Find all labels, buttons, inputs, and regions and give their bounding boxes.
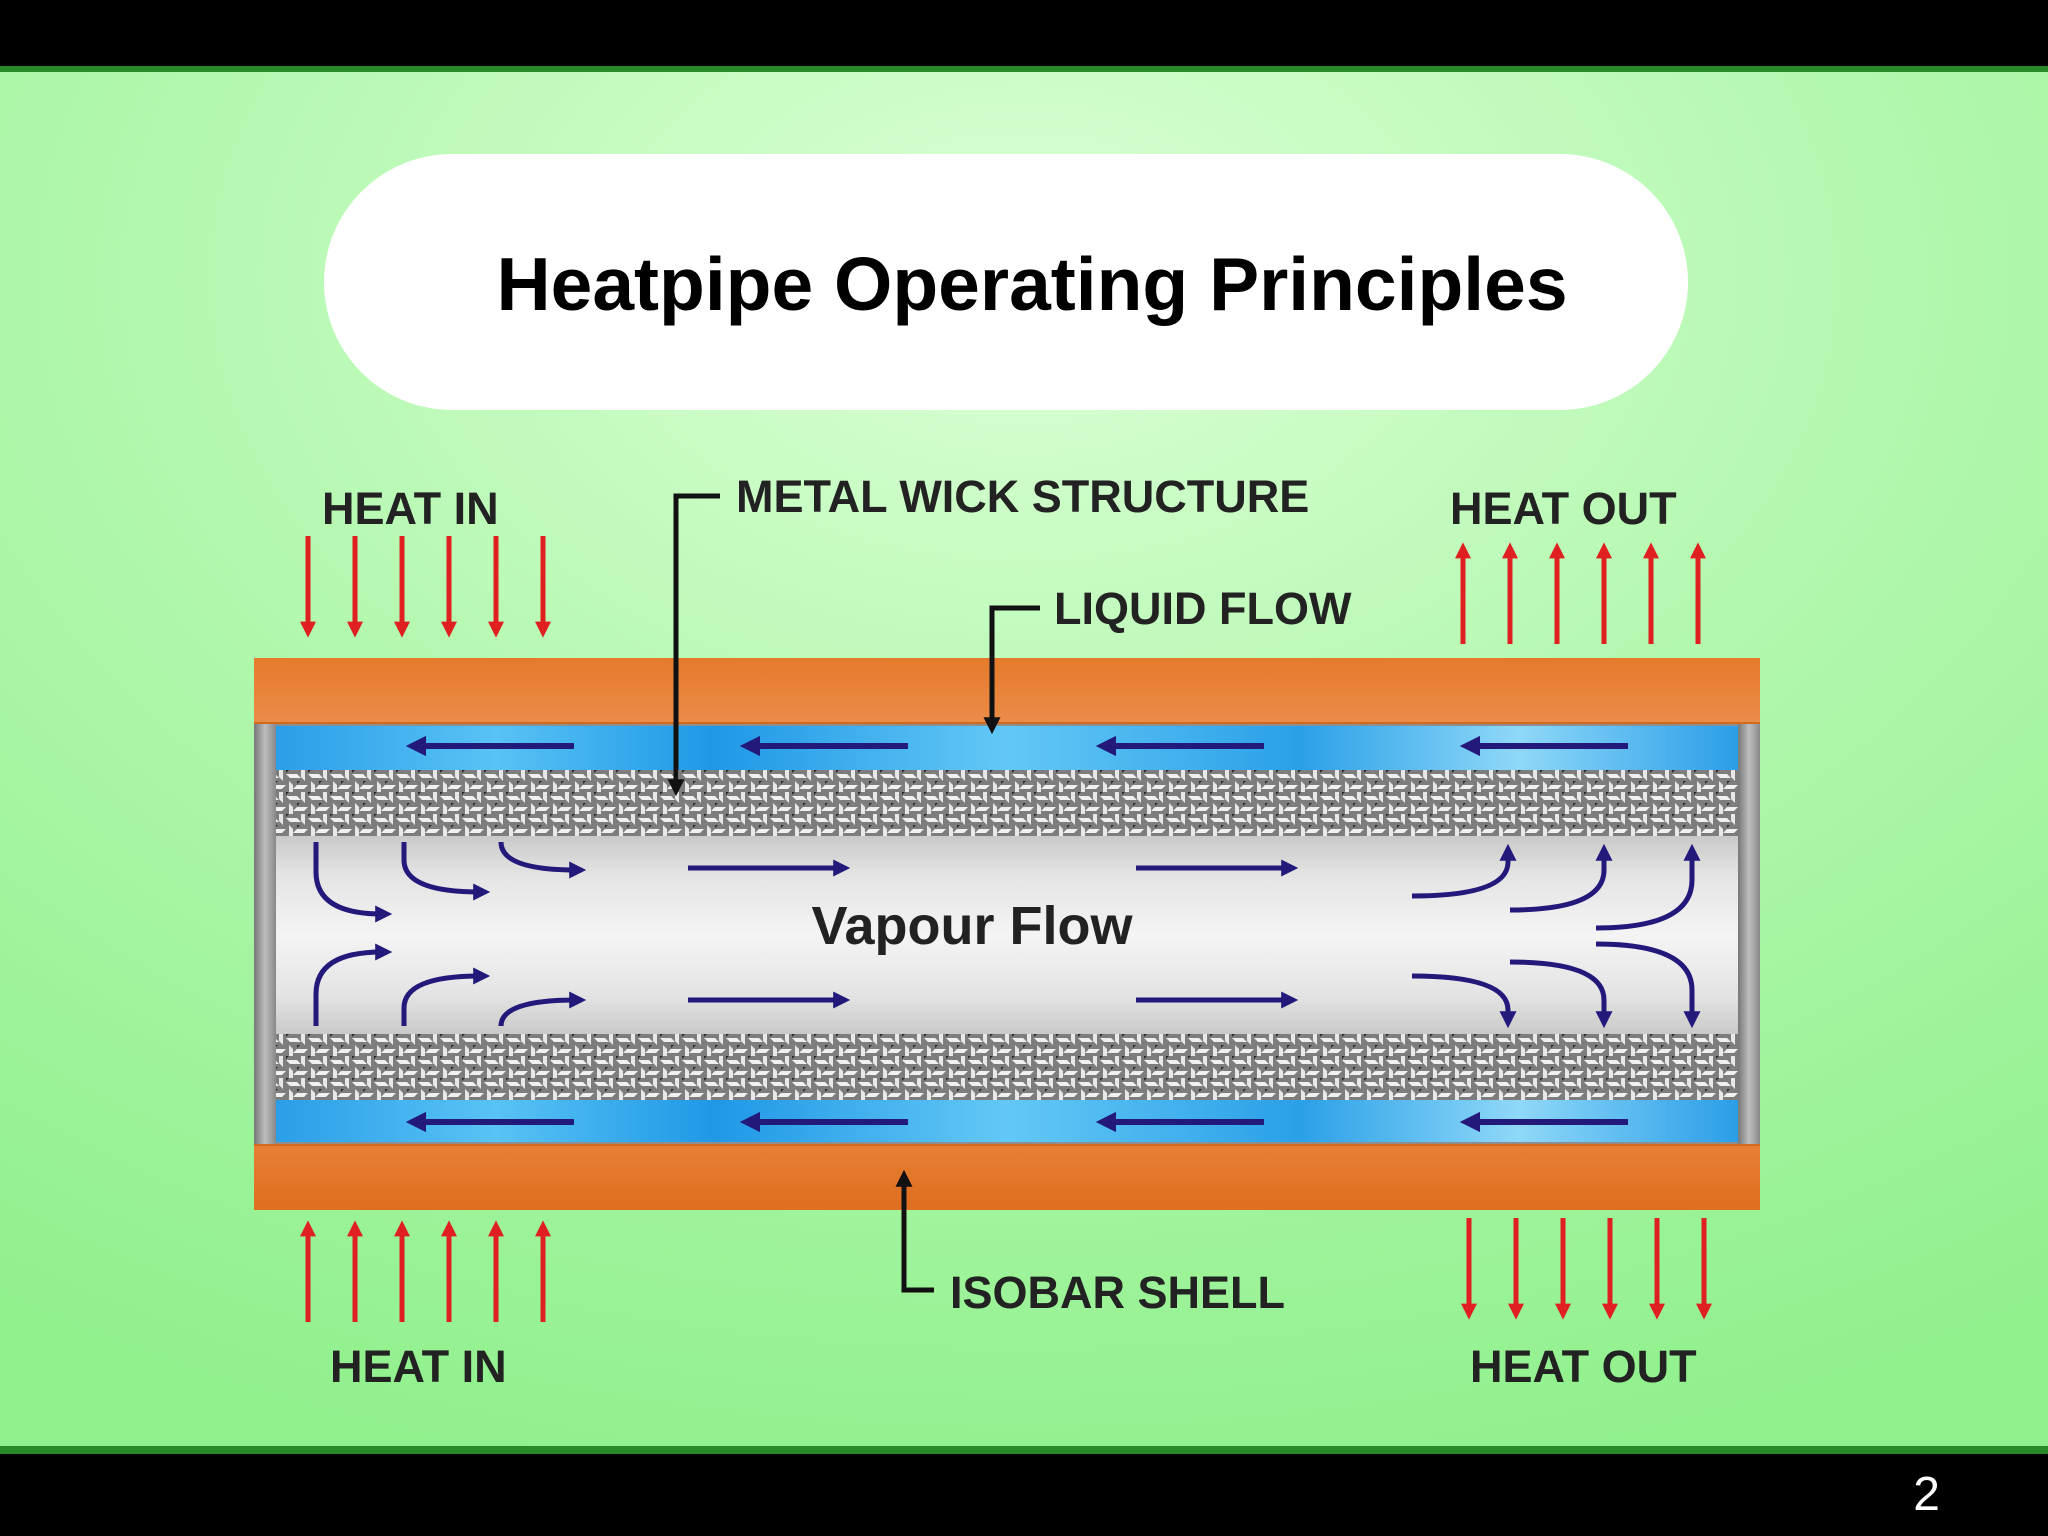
heat-out-bottom-label: HEAT OUT <box>1470 1341 1697 1392</box>
vapour-channel <box>276 836 1738 1034</box>
vapour-arrow-icon <box>401 967 491 1026</box>
vapour-arrow-icon <box>313 842 393 923</box>
slide-title: Heatpipe Operating Principles <box>496 242 1567 326</box>
heat-out-top-label: HEAT OUT <box>1450 483 1677 534</box>
liquid-flow-arrows <box>405 735 1628 1133</box>
vapour-arrow-icon <box>1509 843 1613 913</box>
liquid-flow-label: LIQUID FLOW <box>1054 583 1352 634</box>
title-pill <box>324 154 1688 410</box>
top-bar <box>0 0 2048 66</box>
wick-structure-label: METAL WICK STRUCTURE <box>736 471 1309 522</box>
wick-bottom <box>276 1034 1738 1100</box>
liquid-leader-icon <box>983 605 1040 735</box>
vapour-arrow-icon <box>498 991 587 1027</box>
vapour-arrow-icon <box>1595 843 1701 931</box>
heat-out-top-arrows <box>1454 542 1707 644</box>
shell-leader-icon <box>895 1169 934 1293</box>
vapour-flow-arrows <box>313 841 1701 1029</box>
heat-out-bottom-arrows <box>1460 1218 1713 1320</box>
vapour-arrow-icon <box>1411 973 1517 1029</box>
bottom-bar <box>0 1454 2048 1536</box>
vapour-arrow-icon <box>313 943 393 1026</box>
leader-lines <box>667 493 1040 1293</box>
end-cap-left <box>254 724 276 1144</box>
vapour-flow-label: Vapour Flow <box>811 896 1133 956</box>
vapour-arrow-icon <box>1509 959 1613 1029</box>
wick-leader-icon <box>667 493 720 797</box>
heat-in-bottom-arrows <box>299 1220 552 1322</box>
vapour-arrow-icon <box>1411 843 1517 899</box>
page-number: 2 <box>1913 1468 1940 1521</box>
isobar-shell-label: ISOBAR SHELL <box>950 1267 1285 1318</box>
heat-in-top-arrows <box>299 536 552 638</box>
vapour-arrow-icon <box>401 842 491 901</box>
heat-in-bottom-label: HEAT IN <box>330 1341 507 1392</box>
vapour-arrow-icon <box>1595 941 1701 1029</box>
vapour-arrow-icon <box>498 841 587 879</box>
heat-in-top-label: HEAT IN <box>322 483 499 534</box>
end-cap-right <box>1738 724 1760 1144</box>
wick-top <box>276 770 1738 836</box>
heat-pipe <box>254 658 1760 1210</box>
